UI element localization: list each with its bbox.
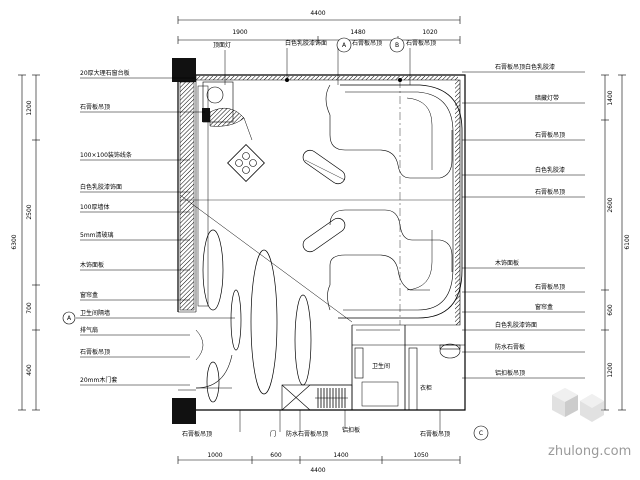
top-dim-seg-2: 1480	[350, 29, 365, 36]
callout-label: B	[395, 42, 399, 49]
right-wall-hatch	[455, 80, 460, 325]
left-label: 20mm木门套	[80, 376, 117, 384]
callout-label: C	[479, 430, 483, 437]
top-dimension-line	[177, 16, 461, 44]
right-dim-seg-4: 1200	[607, 362, 614, 377]
right-label: 白色乳胶漆	[535, 166, 565, 174]
bottom-leader-lines	[239, 410, 441, 432]
right-label: 石膏板吊顶	[535, 283, 565, 291]
wardrobe	[281, 384, 353, 411]
left-label: 石膏板吊顶	[80, 348, 110, 356]
left-overall-dimension: 6300	[11, 234, 18, 249]
right-label: 木饰面板	[495, 259, 519, 267]
left-label: 排气扇	[80, 326, 98, 334]
hanging-rail-pattern	[315, 388, 348, 408]
left-label: 20厚大理石窗台板	[80, 69, 130, 77]
right-dim-seg-1: 1400	[607, 90, 614, 105]
right-overall-dimension: 6100	[624, 234, 631, 249]
right-dimension-line	[601, 74, 626, 411]
left-label: 5mm清玻璃	[80, 231, 114, 239]
top-label-mid: 石膏板吊顶	[352, 39, 382, 47]
left-dim-seg-3: 700	[26, 302, 33, 314]
left-label: 木饰面板	[80, 261, 104, 269]
bottom-dim-seg-3: 1400	[333, 452, 348, 459]
diagonal-reference-lines	[179, 117, 353, 323]
top-dim-seg-1: 1900	[232, 29, 247, 36]
bottom-label: 铝扣板	[342, 426, 360, 434]
top-label-left: 顶面灯	[213, 41, 231, 49]
bathroom-fixtures	[354, 329, 461, 411]
wall-column-top	[172, 58, 196, 82]
wall-column-bottom	[172, 398, 196, 424]
ceiling-light-icon	[206, 86, 224, 104]
callout-label: A	[67, 315, 72, 322]
left-label: 窗帘盒	[80, 291, 98, 299]
top-leader-lines	[224, 48, 411, 85]
right-label: 石膏板吊顶	[535, 131, 565, 139]
left-dim-seg-2: 2500	[26, 204, 33, 219]
top-wall-hatch	[196, 76, 458, 80]
top-dim-seg-3: 1020	[422, 29, 437, 36]
watermark-logo	[552, 388, 604, 422]
bottom-label: 石膏板吊顶	[182, 430, 212, 438]
elliptical-ceiling-features	[195, 229, 312, 403]
bottom-label: 防水石膏板吊顶	[286, 430, 328, 438]
left-label: 白色乳胶漆饰面	[80, 183, 122, 191]
right-label: 窗帘盒	[535, 303, 553, 311]
callout-label: A	[342, 42, 347, 49]
top-label-center: 白色乳胶漆饰面	[285, 39, 327, 47]
watermark-text: zhulong.com	[548, 444, 631, 459]
left-dim-seg-4: 400	[26, 364, 33, 376]
bottom-dim-seg-4: 1050	[413, 452, 428, 459]
right-label: 石膏板吊顶白色乳胶漆	[495, 63, 555, 71]
diamond-ceiling-lamp-icon	[227, 144, 265, 182]
room-label: 卫生间	[372, 362, 390, 370]
right-label: 暗藏灯带	[535, 94, 559, 102]
top-label-right: 石膏板吊顶	[406, 39, 436, 47]
bottom-overall-dimension: 4400	[310, 467, 325, 474]
bottom-dim-seg-1: 1000	[207, 452, 222, 459]
bottom-dim-seg-2: 600	[270, 452, 282, 459]
bottom-label: 门	[270, 430, 276, 438]
room-label: 衣柜	[420, 384, 432, 392]
left-dim-seg-1: 1200	[26, 100, 33, 115]
right-dim-seg-3: 600	[607, 304, 614, 316]
bottom-label: 石膏板吊顶	[420, 430, 450, 438]
left-wall-hatch	[179, 81, 195, 311]
left-label: 卫生间隔墙	[80, 309, 110, 317]
right-label: 白色乳胶漆饰面	[495, 321, 537, 329]
left-dimension-line	[18, 74, 40, 411]
right-dim-seg-2: 2600	[607, 197, 614, 212]
left-leader-lines	[76, 77, 235, 386]
left-label: 石膏板吊顶	[80, 103, 110, 111]
top-overall-dimension: 4400	[310, 10, 325, 17]
right-label: 石膏板吊顶	[535, 188, 565, 196]
door-symbol	[195, 354, 233, 389]
curved-ceiling-feature	[180, 80, 463, 325]
pillow-shapes	[302, 149, 346, 253]
left-label: 100×100装饰线条	[80, 151, 132, 159]
left-label: 100厚墙体	[80, 203, 109, 211]
callout-circles	[62, 37, 489, 441]
spot-light-icon	[398, 78, 402, 82]
hatched-corner-piece	[209, 107, 245, 127]
right-label: 铝扣板吊顶	[495, 369, 525, 377]
right-leader-lines	[462, 71, 585, 379]
corner-block	[202, 108, 210, 122]
bottom-dimension-line	[177, 456, 461, 464]
right-label: 防水石膏板	[495, 343, 525, 351]
